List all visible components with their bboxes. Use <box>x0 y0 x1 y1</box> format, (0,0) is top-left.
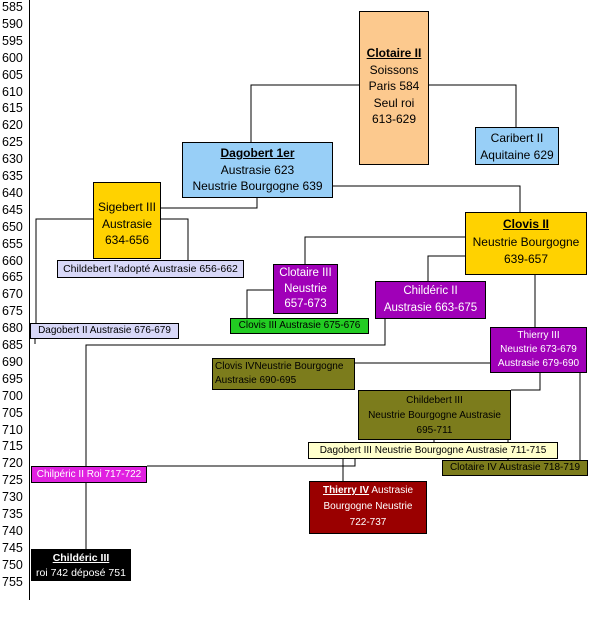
node-chilperic-ii: Chilpéric II Roi 717-722 <box>31 466 147 483</box>
year-label: 645 <box>2 202 23 217</box>
year-label: 650 <box>2 219 23 234</box>
node-clotaire-ii: Clotaire II Soissons Paris 584 Seul roi … <box>359 11 429 165</box>
node-subtitle: Austrasie <box>369 485 414 496</box>
node-thierry-iv: Thierry IV Austrasie Bourgogne Neustrie … <box>309 481 427 534</box>
year-label: 750 <box>2 557 23 572</box>
node-clovis-iii: Clovis III Austrasie 675-676 <box>230 318 369 334</box>
connector-line <box>35 218 93 323</box>
year-label: 685 <box>2 338 23 352</box>
year-label: 655 <box>2 236 23 251</box>
year-label: 700 <box>2 388 23 403</box>
year-label: 615 <box>2 101 23 116</box>
connector-line <box>246 289 273 318</box>
year-label: 710 <box>2 422 23 437</box>
node-dagobert-ii: Dagobert II Austrasie 676-679 <box>30 323 179 339</box>
node-clotaire-iii: Clotaire III Neustrie 657-673 <box>273 264 338 314</box>
year-label: 585 <box>2 0 23 14</box>
year-label: 715 <box>2 439 23 454</box>
node-dagobert-iii: Dagobert III Neustrie Bourgogne Austrasi… <box>308 442 558 459</box>
year-label: 725 <box>2 473 23 488</box>
connector-line <box>511 373 541 391</box>
node-title: Thierry IV <box>322 485 370 496</box>
year-label: 720 <box>2 456 23 471</box>
node-clotaire-iv: Clotaire IV Austrasie 718-719 <box>442 460 588 476</box>
year-label: 695 <box>2 371 23 386</box>
year-label: 740 <box>2 523 23 538</box>
year-label: 605 <box>2 67 23 82</box>
year-label: 625 <box>2 135 23 150</box>
year-label: 745 <box>2 540 23 555</box>
year-label: 665 <box>2 270 23 285</box>
connector-line <box>85 319 386 466</box>
node-childeric-ii: Childéric II Austrasie 663-675 <box>375 281 486 319</box>
year-label: 590 <box>2 16 23 31</box>
connector-line <box>161 218 189 260</box>
node-clovis-iv: Clovis IVNeustrie Bourgogne Austrasie 69… <box>212 358 355 390</box>
node-thierry-iii: Thierry III Neustrie 673-679 Austrasie 6… <box>490 327 587 373</box>
year-label: 610 <box>2 84 23 99</box>
year-label: 620 <box>2 118 23 133</box>
node-sigebert-iii: Sigebert III Austrasie 634-656 <box>93 182 161 259</box>
connector-line <box>250 84 359 142</box>
year-axis: 585 590 595 600 605 610 615 620 625 630 635 640 645 6… <box>0 0 29 600</box>
connector-line <box>333 185 521 212</box>
node-childebert-l-adopte: Childebert l'adopté Austrasie 656-662 <box>57 260 244 278</box>
year-label: 705 <box>2 405 23 420</box>
year-axis-line <box>29 0 30 600</box>
connector-line <box>304 236 465 264</box>
connector-line <box>429 84 517 127</box>
year-label: 755 <box>2 574 23 589</box>
node-clovis-ii: Clovis II Neustrie Bourgogne 639-657 <box>465 212 587 275</box>
node-childebert-iii: Childebert III Neustrie Bourgogne Austra… <box>358 390 511 440</box>
year-label: 730 <box>2 490 23 505</box>
year-label: 600 <box>2 50 23 65</box>
year-label: 675 <box>2 304 23 319</box>
year-label: 690 <box>2 354 23 369</box>
year-label: 635 <box>2 169 23 183</box>
year-label: 595 <box>2 33 23 48</box>
year-label: 670 <box>2 287 23 302</box>
year-label: 735 <box>2 507 23 521</box>
year-label: 680 <box>2 321 23 336</box>
node-dagobert-1er: Dagobert 1er Austrasie 623 Neustrie Bour… <box>182 142 333 198</box>
node-title: Clotaire II <box>366 46 422 60</box>
year-label: 630 <box>2 152 23 167</box>
node-childeric-iii: Childéric III roi 742 déposé 751 <box>31 549 131 581</box>
year-label: 660 <box>2 253 23 268</box>
year-label: 640 <box>2 185 23 200</box>
node-caribert-ii: Caribert II Aquitaine 629 <box>475 127 559 165</box>
